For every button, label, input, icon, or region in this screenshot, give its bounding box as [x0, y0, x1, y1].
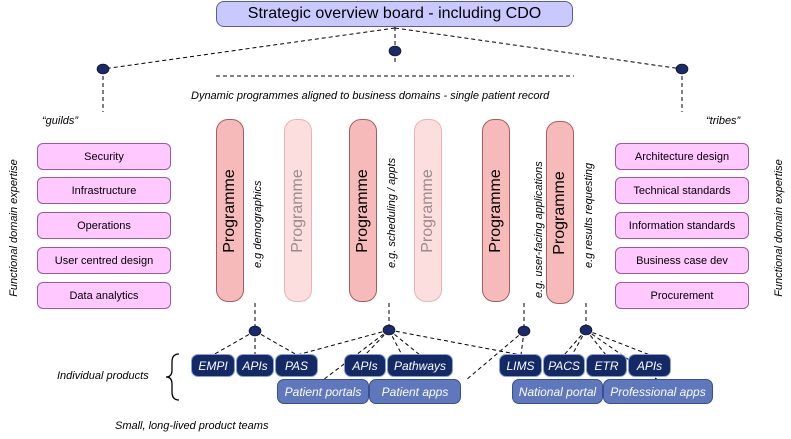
connector-dot: [579, 324, 593, 336]
product-label: LIMS: [506, 358, 535, 373]
tribe-label: Technical standards: [633, 184, 731, 197]
tribe-label: Architecture design: [634, 150, 730, 163]
tribe-label: Procurement: [650, 289, 714, 302]
product-box-pas: PAS: [275, 354, 318, 377]
connector-line: [465, 330, 525, 381]
guild-label: Infrastructure: [71, 184, 137, 197]
functional-expertise-left: Functional domain expertise: [8, 159, 20, 297]
connector-line: [563, 329, 587, 356]
tribe-label: Business case dev: [636, 254, 728, 267]
connector-line: [388, 329, 421, 356]
connector-line: [585, 329, 607, 356]
connector-line: [254, 330, 298, 356]
tribes-label: “tribes”: [706, 115, 741, 127]
connector-dot: [96, 63, 110, 75]
guild-label: Data analytics: [69, 289, 139, 302]
connector-dot: [517, 325, 531, 337]
connector-dot: [388, 45, 402, 57]
product-box-pacs: PACS: [543, 354, 585, 377]
app-box-professional-apps: Professional apps: [603, 379, 713, 404]
tribe-box-information-standards: Information standards: [615, 212, 749, 239]
product-label: APIs: [242, 358, 268, 373]
product-label: Pathways: [393, 358, 447, 373]
guild-box-user-centred-design: User centred design: [37, 247, 171, 274]
connector-line: [212, 330, 256, 356]
tribe-box-procurement: Procurement: [615, 282, 749, 309]
programme-box-5: Programme: [482, 119, 510, 302]
connector-line: [364, 329, 390, 356]
programme-label: Programme: [551, 170, 569, 255]
product-box-lims: LIMS: [499, 354, 542, 377]
app-box-patient-apps: Patient apps: [369, 379, 461, 404]
individual-products-label: Individual products: [57, 370, 149, 382]
guild-box-data-analytics: Data analytics: [37, 282, 171, 309]
app-label: Professional apps: [610, 384, 706, 399]
guild-label: Operations: [77, 219, 131, 232]
programme-box-1: Programme: [216, 119, 244, 302]
app-label: Patient apps: [381, 384, 449, 399]
connector-line: [102, 27, 396, 70]
guild-label: User centred design: [54, 254, 154, 267]
product-box-apis-2: APIs: [344, 354, 386, 377]
guild-box-infrastructure: Infrastructure: [37, 177, 171, 204]
product-box-apis: APIs: [236, 354, 274, 377]
connector-line: [585, 329, 651, 356]
app-label: National portal: [518, 384, 597, 399]
programme-box-4: Programme: [414, 119, 442, 302]
programme-example-demographics: e.g demographics: [252, 180, 264, 268]
brace-icon: [165, 353, 180, 401]
dynamic-caption: Dynamic programmes aligned to business d…: [191, 90, 550, 102]
programme-box-2: Programme: [284, 119, 312, 302]
programme-box-3: Programme: [349, 119, 377, 302]
product-label: APIs: [352, 358, 378, 373]
connector-line: [296, 329, 390, 356]
programme-label: Programme: [289, 168, 307, 253]
connector-dot: [675, 63, 689, 75]
connector-dot: [248, 325, 262, 337]
product-label: EMPI: [198, 358, 228, 373]
product-label: PACS: [548, 358, 580, 373]
programme-label: Programme: [487, 168, 505, 253]
guild-label: Security: [84, 150, 124, 163]
programme-example-scheduling: e.g. scheduling / appts: [386, 157, 398, 268]
tribe-box-architecture-design: Architecture design: [615, 143, 749, 170]
programme-example-results: e.g results requesting: [583, 162, 595, 268]
app-box-national-portal: National portal: [512, 379, 603, 404]
programme-example-user-facing: e.g. user-facing applications: [533, 161, 545, 298]
programme-label: Programme: [354, 168, 372, 253]
product-box-empi: EMPI: [191, 354, 235, 377]
guild-box-security: Security: [37, 143, 171, 170]
tribe-label: Information standards: [628, 219, 736, 232]
tribe-box-technical-standards: Technical standards: [615, 177, 749, 204]
programme-label: Programme: [221, 168, 239, 253]
product-box-etr: ETR: [586, 354, 627, 377]
connector-line: [388, 329, 522, 356]
connector-dot: [382, 324, 396, 336]
teams-label: Small, long-lived product teams: [115, 420, 269, 432]
product-label: APIs: [636, 358, 663, 373]
guild-box-operations: Operations: [37, 212, 171, 239]
functional-expertise-right: Functional domain expertise: [773, 159, 785, 297]
app-label: Patient portals: [284, 384, 362, 399]
product-box-apis-3: APIs: [628, 354, 671, 377]
app-box-patient-portals: Patient portals: [277, 379, 369, 404]
programme-box-6: Programme: [546, 121, 574, 304]
programme-label: Programme: [419, 168, 437, 253]
strategic-board-box: Strategic overview board - including CDO: [216, 1, 573, 27]
product-box-pathways: Pathways: [387, 354, 453, 377]
guilds-label: “guilds”: [42, 115, 79, 127]
tribe-box-business-case-dev: Business case dev: [615, 247, 749, 274]
product-label: PAS: [284, 358, 309, 373]
connector-line: [394, 27, 683, 70]
strategic-board-label: Strategic overview board - including CDO: [247, 5, 542, 22]
product-label: ETR: [594, 358, 619, 373]
